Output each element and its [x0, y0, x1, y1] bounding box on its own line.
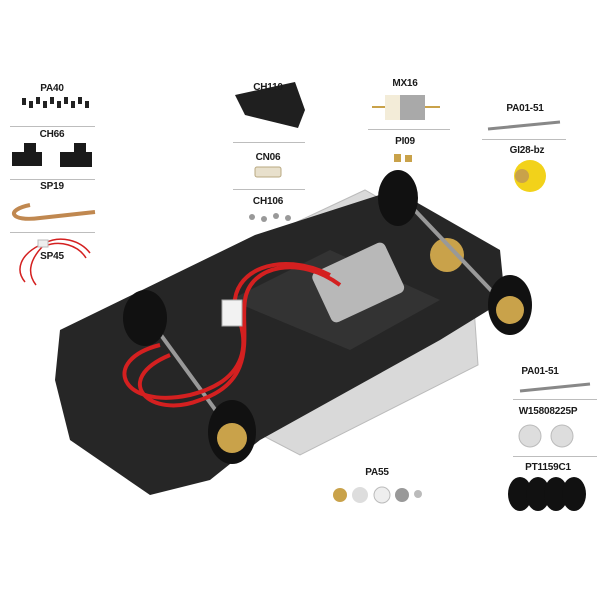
divider — [10, 126, 95, 127]
cn06-part-image — [254, 166, 282, 178]
rear-wheel-rim — [496, 296, 524, 324]
ch106-part-image — [249, 213, 291, 222]
ch110-part-image — [235, 82, 305, 128]
part-label-pt1159c1: PT1159C1 — [525, 462, 571, 473]
part-label-pi09: PI09 — [395, 136, 415, 147]
pa40-part-image — [22, 97, 89, 108]
part-label-sp19: SP19 — [40, 181, 64, 192]
sp45-connector — [37, 239, 49, 248]
divider — [368, 129, 450, 130]
part-label-mx16: MX16 — [392, 78, 418, 89]
part-label-pa01-51-bottom: PA01-51 — [521, 366, 559, 377]
part-label-cn06: CN06 — [255, 152, 281, 163]
pt1159c1-part-image — [508, 477, 586, 511]
divider — [233, 189, 305, 190]
part-label-ch110: CH110 — [253, 82, 283, 93]
part-label-ch106: CH106 — [252, 196, 284, 207]
rear-wheel-top — [378, 170, 418, 226]
pi09-part-image — [394, 154, 412, 162]
front-wheel-top — [123, 290, 167, 346]
part-label-w15808225p: W15808225P — [518, 406, 578, 417]
w15808225p-part-image — [518, 424, 574, 448]
ch66-part-image — [12, 143, 92, 167]
divider — [513, 456, 597, 457]
mx16-part-image — [372, 95, 440, 120]
sp19-part-image — [12, 203, 96, 221]
part-label-ch66: CH66 — [39, 129, 65, 140]
divider — [10, 232, 95, 233]
motor — [312, 242, 405, 323]
lead-wires — [122, 261, 331, 400]
pa01-51-bottom-part-image — [519, 382, 591, 393]
connector — [221, 299, 243, 327]
divider — [513, 399, 597, 400]
rear-axle — [403, 198, 507, 307]
lead-wires — [137, 265, 342, 408]
gi28-bz-part-image — [514, 160, 546, 192]
front-wheel-rim — [217, 423, 247, 453]
crown-gear — [430, 238, 464, 272]
pa01-51-top-part-image — [487, 120, 561, 131]
pa55-part-image — [333, 486, 422, 504]
divider — [482, 139, 566, 140]
part-label-sp45: SP45 — [40, 251, 64, 262]
part-label-pa40: PA40 — [40, 83, 64, 94]
gi28-bz-hub — [515, 169, 529, 183]
part-label-pa55: PA55 — [365, 467, 389, 478]
part-label-pa01-51-top: PA01-51 — [506, 103, 544, 114]
divider — [10, 179, 95, 180]
sp45-part-image — [19, 238, 91, 286]
divider — [233, 142, 305, 143]
part-label-gi28-bz: GI28-bz — [509, 145, 545, 156]
